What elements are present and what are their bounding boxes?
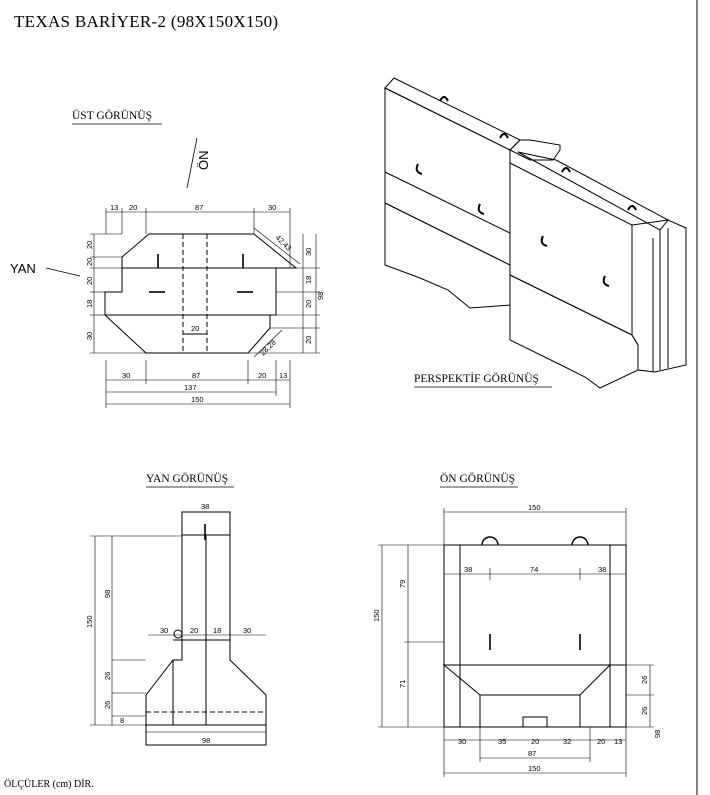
- side-view-label: YAN GÖRÜNÜŞ: [146, 473, 229, 485]
- dim-label: 26: [103, 672, 112, 680]
- dim-label: 20: [190, 626, 198, 635]
- dim-label: 26: [640, 676, 649, 684]
- dim-label: 150: [191, 395, 204, 404]
- dim-label: 28,28: [258, 338, 278, 358]
- perspective-view: [384, 77, 687, 389]
- dim-label: 38: [464, 565, 472, 574]
- dim-label: 20: [129, 203, 137, 212]
- dim-label: 13: [614, 737, 622, 746]
- front-direction-label: ÖN: [196, 151, 211, 171]
- side-view: [90, 511, 267, 746]
- dim-label: 30: [268, 203, 276, 212]
- front-view-label: ÖN GÖRÜNÜŞ: [440, 473, 516, 485]
- dim-label: 20: [531, 737, 539, 746]
- dim-label: 79: [398, 580, 407, 588]
- top-view: [45, 137, 320, 408]
- dim-label: 13: [110, 203, 118, 212]
- dim-label: 30: [160, 626, 168, 635]
- perspective-view-label: PERSPEKTİF GÖRÜNÜŞ: [414, 373, 539, 385]
- dim-label: 137: [184, 383, 197, 392]
- dim-label: 18: [85, 300, 94, 308]
- dim-label: 20: [191, 324, 199, 333]
- dim-label: 35: [498, 737, 506, 746]
- dim-label: 87: [192, 371, 200, 380]
- dim-label: 30: [458, 737, 466, 746]
- dim-label: 20: [304, 336, 313, 344]
- dim-label: 38: [598, 565, 606, 574]
- dim-label: 8: [120, 716, 124, 725]
- top-view-dimensions: 13 20 87 30 42,43 28,28 20 20 20 18 30 3…: [85, 203, 325, 404]
- front-view: [378, 508, 654, 777]
- dim-label: 71: [398, 680, 407, 688]
- side-direction-label: YAN: [10, 261, 36, 276]
- dim-label: 30: [122, 371, 130, 380]
- front-view-dimensions: 150 38 74 38 150 79 71 26 26 98 30 35 20…: [372, 503, 662, 773]
- dim-label: 87: [528, 749, 536, 758]
- dim-label: 32: [563, 737, 571, 746]
- dim-label: 30: [85, 332, 94, 340]
- dim-label: 150: [372, 609, 381, 622]
- dim-label: 18: [304, 276, 313, 284]
- dim-label: 20: [258, 371, 266, 380]
- units-note: ÖLÇÜLER (cm) DİR.: [4, 779, 94, 790]
- dim-label: 20: [85, 241, 94, 249]
- dim-label: 87: [195, 203, 203, 212]
- drawing-title: TEXAS BARİYER-2 (98X150X150): [14, 12, 279, 31]
- dim-label: 98: [202, 736, 210, 745]
- dim-label: 13: [279, 371, 287, 380]
- dim-label: 20: [304, 300, 313, 308]
- dim-label: 26: [103, 701, 112, 709]
- side-view-outline: [145, 511, 267, 746]
- dim-label: 18: [213, 626, 221, 635]
- dim-label: 98: [316, 292, 325, 300]
- dim-label: 26: [640, 707, 649, 715]
- dim-label: 98: [103, 590, 112, 598]
- dim-label: 30: [243, 626, 251, 635]
- dim-label: 98: [653, 730, 662, 738]
- dim-label: 74: [530, 565, 538, 574]
- dim-label: 150: [85, 615, 94, 628]
- top-view-outline: [104, 233, 298, 354]
- dim-label: 30: [304, 248, 313, 256]
- dim-label: 150: [528, 503, 541, 512]
- dim-label: 20: [85, 277, 94, 285]
- top-view-label: ÜST GÖRÜNÜŞ: [72, 110, 152, 122]
- side-view-dimensions: 38 150 98 26 26 8 30 20 18 30 98: [85, 502, 251, 745]
- dim-label: 38: [201, 502, 209, 511]
- dim-label: 20: [85, 258, 94, 266]
- dim-label: 150: [528, 764, 541, 773]
- dim-label: 20: [597, 737, 605, 746]
